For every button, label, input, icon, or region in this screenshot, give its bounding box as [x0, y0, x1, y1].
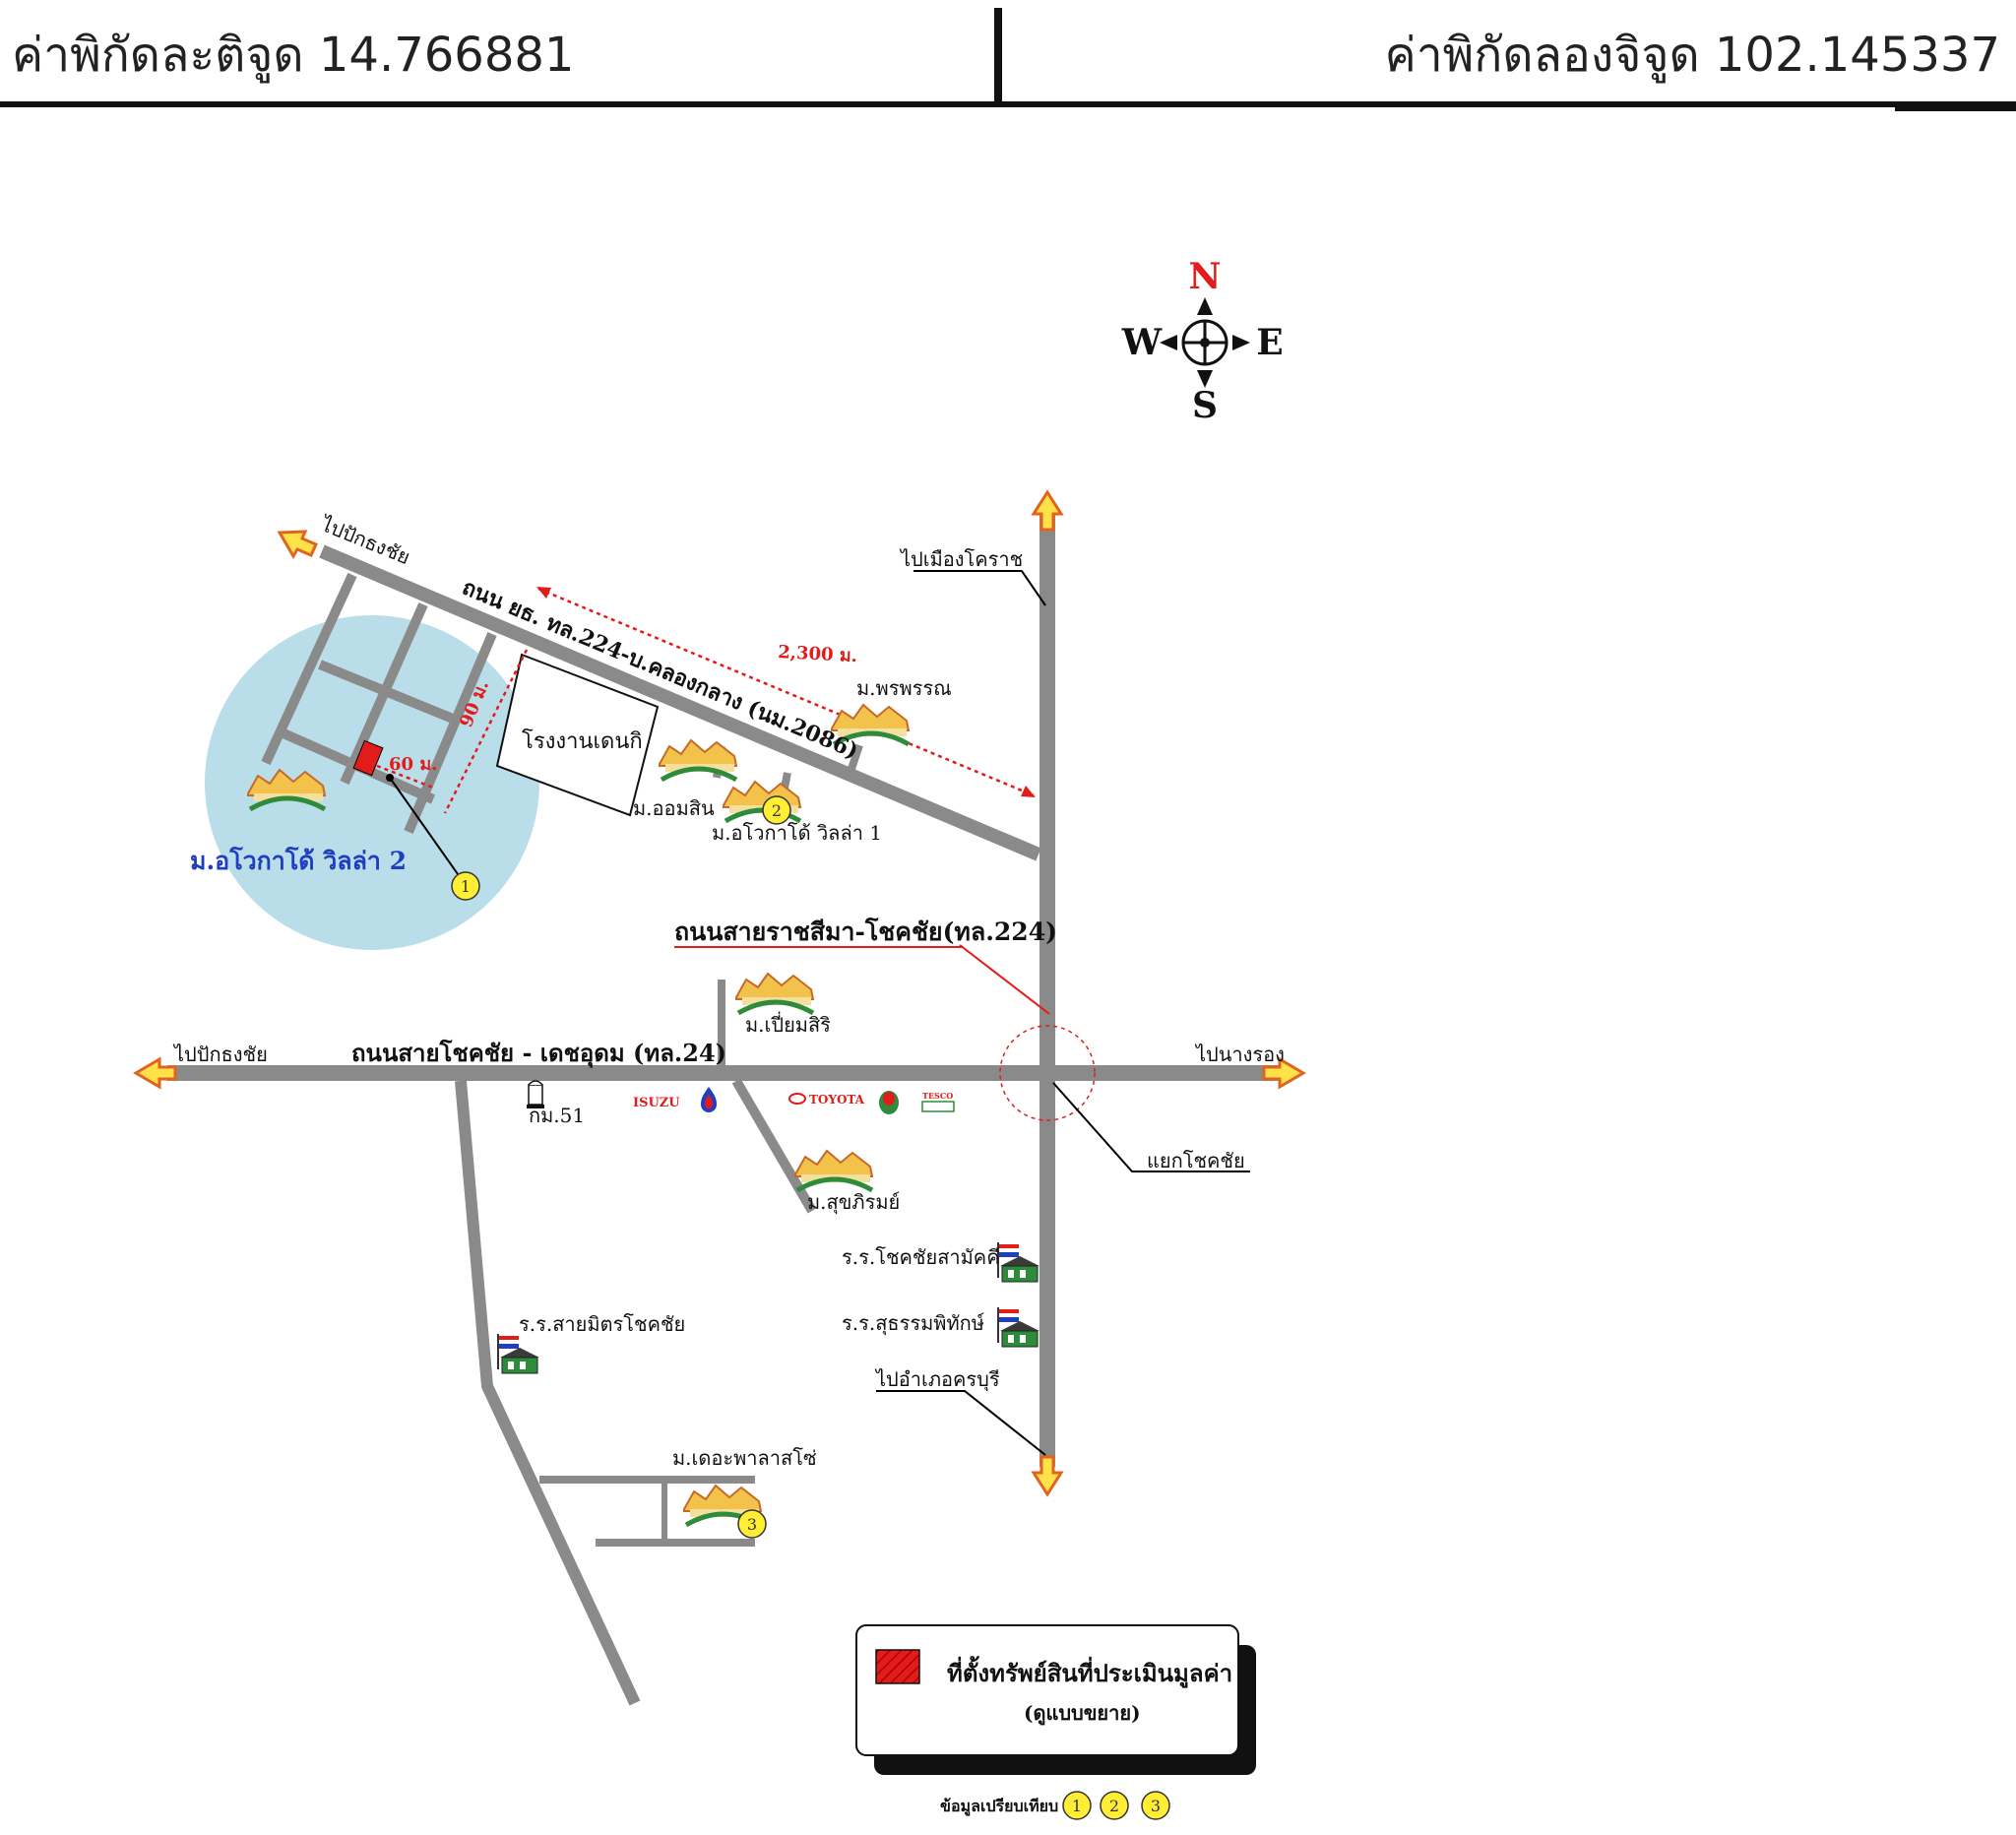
compare-marker-1: 1: [1062, 1791, 1092, 1820]
property-leader-line: [389, 777, 464, 882]
marker-1: 1: [451, 871, 480, 901]
marker-3-label: 3: [747, 1515, 757, 1534]
label-factory: โรงงานเดนกิ: [522, 728, 643, 754]
village-icon-phorapan: [831, 703, 911, 747]
compare-marker-1-label: 1: [1072, 1797, 1082, 1815]
tesco-logo: TESCO: [922, 1091, 953, 1101]
village-icon-piamsiri: [735, 972, 815, 1016]
cross-1: [318, 660, 455, 724]
village-icon-villa2: [247, 768, 327, 812]
bank-icon: [879, 1091, 899, 1114]
label-km51: กม.51: [529, 1104, 585, 1127]
label-piamsiri: ม.เปี่ยมสิริ: [745, 1011, 831, 1037]
header-underline: [0, 101, 2016, 107]
label-road-24: ถนนสายโชคชัย - เดชอุดม (ทล.24): [351, 1039, 726, 1069]
arrow-east: [1262, 1056, 1306, 1090]
subject-area-circle: [205, 615, 539, 950]
label-villa2: ม.อโวกาโด้ วิลล่า 2: [190, 846, 407, 875]
legend-property-swatch: [875, 1649, 920, 1684]
label-to-chaloem: ไปอำเภอครบุรี: [874, 1367, 1000, 1392]
compare-marker-2-label: 2: [1109, 1797, 1119, 1815]
label-school-samakkhi: ร.ร.โชคชัยสามัคคี: [842, 1245, 1000, 1269]
school-icon-sutham: [997, 1307, 1040, 1348]
factory: [495, 653, 660, 817]
distance-2300-line: [537, 587, 1035, 797]
compare-marker-3: 3: [1141, 1791, 1170, 1820]
compare-marker-2: 2: [1100, 1791, 1129, 1820]
arrow-northwest: [277, 530, 318, 559]
compass-south: S: [1192, 385, 1218, 426]
label-leader-lines: [876, 570, 1250, 1456]
soi-sukrom: [731, 1078, 817, 1214]
road-network: [167, 512, 1280, 1706]
label-sukrom: ม.สุขภิรมย์: [807, 1190, 900, 1215]
legend-box: [855, 1624, 1239, 1756]
label-road-224-main: ถนนสายราชสีมา-โชคชัย(ทล.224): [674, 917, 1057, 946]
label-phorapan: ม.พรพรรณ: [856, 676, 952, 700]
toyota-logo-icon: [788, 1093, 806, 1105]
label-ormsin: ม.ออมสิน: [633, 796, 715, 820]
arrow-west: [133, 1056, 177, 1090]
legend-compare-label: ข้อมูลเปรียบเทียบ: [940, 1797, 1058, 1817]
marker-3: 3: [737, 1509, 767, 1539]
legend-title: ที่ตั้งทรัพย์สินที่ประเมินมูลค่า: [947, 1655, 1232, 1688]
compare-marker-3-label: 3: [1151, 1797, 1161, 1815]
label-chok-chai-junction: แยกโชคชัย: [1147, 1149, 1245, 1172]
label-school-saimit: ร.ร.สายมิตรโชคชัย: [519, 1312, 685, 1336]
road-224-branch: [319, 544, 1041, 861]
marker-1-label: 1: [461, 877, 471, 896]
distance-arrowheads: [536, 587, 1036, 797]
school-icon-samakkhi: [997, 1242, 1040, 1283]
label-distance-2300: 2,300 ม.: [778, 642, 858, 666]
distance-lines: [376, 587, 1035, 814]
label-villa1: ม.อโวกาโด้ วิลล่า 1: [712, 821, 882, 845]
toyota-logo: TOYOTA: [809, 1093, 865, 1107]
soi-1: [261, 572, 357, 766]
tesco-logo-bar: [921, 1101, 955, 1112]
compass-rose: [1160, 297, 1250, 388]
arrow-south: [1031, 1455, 1064, 1497]
compass-east: E: [1256, 322, 1283, 363]
header-divider-vertical: [994, 8, 1002, 102]
compass-north: N: [1189, 256, 1222, 297]
property-marker: [352, 739, 384, 777]
label-to-nang-rong: ไปนางรอง: [1194, 1043, 1285, 1066]
junction-highlight: [999, 1025, 1096, 1121]
soi-phorapan: [845, 743, 863, 780]
direction-arrows: [133, 489, 1306, 1497]
km-post-icon: [527, 1080, 544, 1108]
distance-60-line: [376, 764, 434, 790]
school-icon-saimit: [497, 1334, 539, 1374]
label-school-sutham: ร.ร.สุธรรมพิทักษ์: [842, 1311, 984, 1336]
isuzu-logo: ISUZU: [633, 1096, 680, 1110]
legend: ที่ตั้งทรัพย์สินที่ประเมินมูลค่า (ดูแบบข…: [855, 1624, 1256, 1775]
longitude-label: ค่าพิกัดลองจิจูด 102.145337: [1384, 28, 2000, 83]
property-leader-dot: [386, 774, 394, 782]
compass-west: W: [1121, 322, 1163, 363]
village-icon-sukrom: [794, 1149, 874, 1193]
marker-2-label: 2: [772, 801, 782, 820]
label-palace: ม.เดอะพาลาสโซ่: [672, 1446, 817, 1470]
road-south: [455, 1080, 641, 1706]
village-icon-ormsin: [659, 738, 738, 783]
legend-subtitle: (ดูแบบขยาย): [1024, 1701, 1141, 1727]
header-underline-thick: [1895, 101, 2016, 111]
ptt-icon: [701, 1087, 717, 1112]
marker-2: 2: [762, 795, 791, 825]
latitude-label: ค่าพิกัดละติจูด 14.766881: [12, 28, 575, 83]
coordinate-header: ค่าพิกัดละติจูด 14.766881 ค่าพิกัดลองจิจ…: [0, 0, 2016, 111]
distance-90-line: [443, 649, 529, 814]
label-distance-60: 60 ม.: [389, 754, 437, 775]
road-224-pointer: [959, 944, 1050, 1015]
label-to-pak-thong-chai-w: ไปปักธงชัย: [172, 1043, 268, 1066]
label-to-korat: ไปเมืองโคราช: [899, 547, 1023, 571]
arrow-north: [1031, 489, 1064, 532]
